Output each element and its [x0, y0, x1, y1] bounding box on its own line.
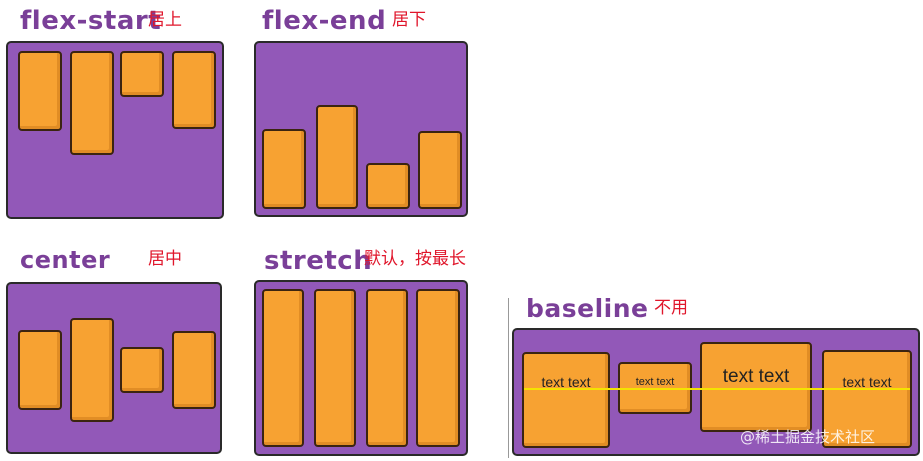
- flex-start-panel: [6, 41, 224, 219]
- stretch-item-3: [366, 289, 408, 447]
- baseline-item-1-text: text text: [541, 374, 591, 390]
- baseline-item-4-text: text text: [842, 374, 892, 390]
- flex-end-item-3: [366, 163, 410, 209]
- flex-start-item-3: [120, 51, 164, 97]
- baseline-note: 不用: [654, 298, 688, 318]
- stretch-item-2: [314, 289, 356, 447]
- center-item-1: [18, 330, 62, 410]
- stretch-item-1: [262, 289, 304, 447]
- center-item-4: [172, 331, 216, 409]
- flex-start-item-4: [172, 51, 216, 129]
- flex-end-panel: [254, 41, 468, 217]
- baseline-item-2-text: text text: [635, 376, 675, 388]
- baseline-item-3: text text: [700, 342, 812, 432]
- watermark-text: @稀土掘金技术社区: [740, 428, 876, 446]
- flex-end-item-1: [262, 129, 306, 209]
- flex-start-item-1: [18, 51, 62, 131]
- baseline-item-3-text: text text: [722, 366, 790, 387]
- flex-start-item-2: [70, 51, 114, 155]
- stretch-panel: [254, 280, 468, 456]
- stretch-note: 默认，按最长: [364, 249, 466, 269]
- baseline-item-4: text text: [822, 350, 912, 448]
- center-note: 居中: [148, 249, 182, 269]
- center-item-2: [70, 318, 114, 422]
- flex-end-item-2: [316, 105, 358, 209]
- stretch-item-4: [416, 289, 460, 447]
- baseline-guide-line: [524, 388, 910, 390]
- baseline-item-1: text text: [522, 352, 610, 448]
- flex-start-label: flex-start: [20, 6, 162, 36]
- baseline-label: baseline: [526, 294, 649, 323]
- flex-end-note: 居下: [392, 10, 426, 30]
- stretch-label: stretch: [264, 246, 373, 276]
- flex-start-note: 居上: [148, 10, 182, 30]
- flex-end-item-4: [418, 131, 462, 209]
- center-panel: [6, 282, 222, 454]
- flex-end-label: flex-end: [262, 6, 387, 36]
- baseline-panel: text text text text text text text text …: [512, 328, 920, 456]
- center-item-3: [120, 347, 164, 393]
- center-label: center: [20, 246, 111, 274]
- divider-line: [508, 298, 509, 458]
